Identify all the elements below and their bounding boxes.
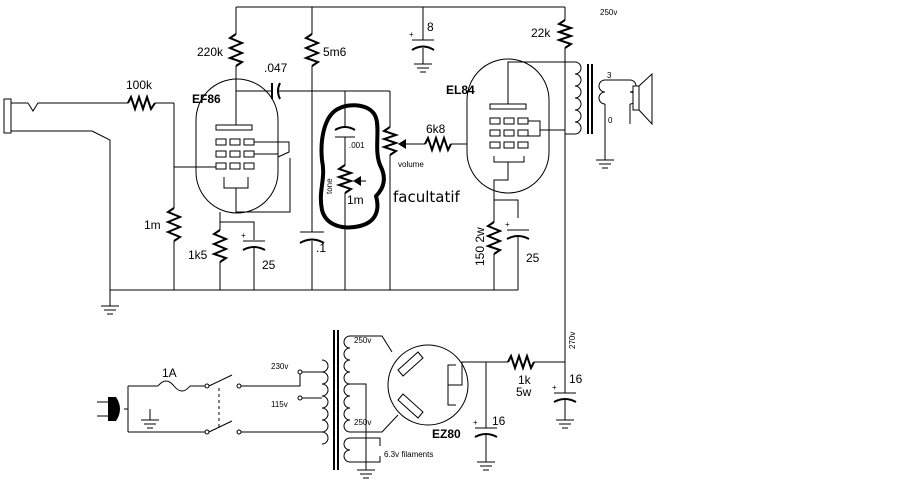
resistor-1m-grid xyxy=(165,207,183,242)
fuse-icon xyxy=(157,380,191,392)
label-5m6: 5m6 xyxy=(323,45,347,59)
tube-ez80 xyxy=(387,344,469,426)
label-250v-sec-bottom: 250v xyxy=(354,418,371,427)
label-270v: 270v xyxy=(568,332,577,349)
svg-text:+: + xyxy=(409,30,414,39)
tube-el84 xyxy=(466,58,550,194)
facultatif-outline xyxy=(318,103,386,230)
label-volume: volume xyxy=(398,160,424,169)
ground-symbol-plug xyxy=(141,409,159,429)
label-16-rect: 16 xyxy=(492,414,506,428)
svg-text:+: + xyxy=(473,418,478,427)
speaker-icon xyxy=(632,72,653,126)
label-25-power: 25 xyxy=(526,251,540,265)
label-filaments: 6.3v filaments xyxy=(384,450,433,459)
label-ez80: EZ80 xyxy=(432,427,461,441)
potentiometer-tone xyxy=(335,164,355,194)
output-transformer xyxy=(565,61,637,160)
resistor-1k xyxy=(507,352,535,372)
label-facultatif: facultatif xyxy=(393,188,461,206)
label-100k: 100k xyxy=(126,78,153,92)
resistor-22k xyxy=(555,19,575,49)
resistor-6k8 xyxy=(424,134,452,154)
label-5w: 5w xyxy=(516,385,532,399)
label-047: .047 xyxy=(264,61,288,75)
resistor-1k5 xyxy=(211,229,229,263)
label-16-supply: 16 xyxy=(569,372,583,386)
label-tap-0: 0 xyxy=(608,116,613,125)
label-0.1: .1 xyxy=(316,241,326,255)
power-transformer xyxy=(321,330,351,470)
power-switch-icon xyxy=(204,374,242,435)
label-tone: tone xyxy=(325,178,334,194)
input-jack xyxy=(3,98,111,170)
ground-symbol-rect xyxy=(477,461,495,471)
svg-text:+: + xyxy=(505,220,510,229)
label-25-pre: 25 xyxy=(262,258,276,272)
label-1k5: 1k5 xyxy=(188,248,208,262)
tube-ef86 xyxy=(195,78,279,214)
ground-symbol-main xyxy=(101,290,119,315)
label-1m-tone: 1m xyxy=(347,193,364,207)
ground-symbol-supply xyxy=(556,419,574,429)
resistor-100k xyxy=(127,93,156,113)
resistor-5m6 xyxy=(303,33,321,67)
label-250v-top: 250v xyxy=(600,8,617,17)
ground-symbol-transformer-ct xyxy=(357,469,375,479)
label-ef86: EF86 xyxy=(192,92,221,106)
label-230v: 230v xyxy=(271,362,288,371)
label-tap-3: 3 xyxy=(607,71,612,80)
label-1m-grid: 1m xyxy=(144,218,161,232)
label-250v-sec-top: 250v xyxy=(354,336,371,345)
mains-plug-icon xyxy=(97,386,129,432)
label-220k: 220k xyxy=(197,45,224,59)
resistor-220k xyxy=(227,33,245,67)
label-0.001: .001 xyxy=(349,141,365,150)
label-150-2w: 150 2w xyxy=(473,227,487,266)
label-8: 8 xyxy=(427,20,434,34)
label-fuse-1a: 1A xyxy=(162,366,177,380)
resistor-150 xyxy=(485,221,503,255)
label-1k: 1k xyxy=(518,373,532,387)
label-22k: 22k xyxy=(531,26,551,40)
label-115v: 115v xyxy=(271,400,288,409)
potentiometer-volume xyxy=(380,126,400,156)
label-6k8: 6k8 xyxy=(426,122,446,136)
ground-symbol-transformer xyxy=(596,159,614,169)
svg-text:+: + xyxy=(552,383,557,392)
label-el84: EL84 xyxy=(446,83,475,97)
svg-text:+: + xyxy=(241,231,246,240)
